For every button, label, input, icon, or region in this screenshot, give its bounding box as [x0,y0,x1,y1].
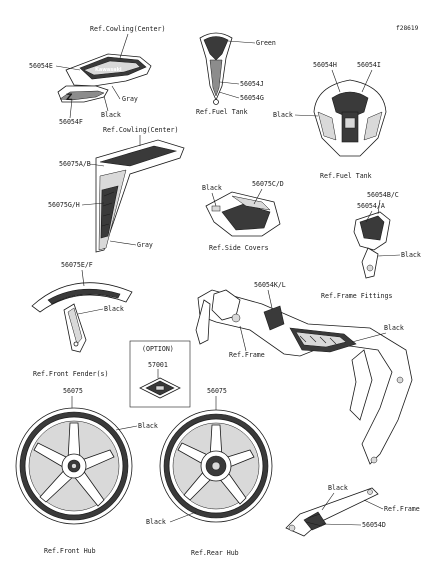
option-part-number: 57001 [148,361,168,369]
label-frame-ref: Ref.Frame [229,351,265,359]
label-56075ef: 56075E/F [61,261,93,269]
label-56054kl: 56054K/L [254,281,286,289]
side-covers-drawing [205,191,281,237]
label-56054g: 56054G [240,94,264,102]
front-hub-drawing [15,407,133,525]
label-black-fittings: Black [401,251,421,259]
label-black-frame: Black [384,324,404,332]
label-green: Green [256,39,276,47]
label-rear-hub-ref: Ref.Rear Hub [191,549,239,557]
label-front-hub-ref: Ref.Front Hub [44,547,96,555]
tank-center-drawing [199,32,233,105]
label-frame-fittings-ref: Ref.Frame Fittings [321,292,392,300]
label-56054j: 56054J [240,80,264,88]
label-56075ab: 56075A/B [59,160,91,168]
label-56054bc: 56054B/C [367,191,399,199]
label-black-tank: Black [273,111,293,119]
option-box: (OPTION) 57001 [129,340,191,408]
label-front-fender-ref: Ref.Front Fender(s) [33,370,108,378]
tank-top-drawing [313,79,387,157]
label-cowling-center-ref: Ref.Cowling(Center) [103,126,178,134]
frame-drawing [195,289,413,465]
label-56054e: 56054E [29,62,53,70]
label-tank-center-ref: Ref.Fuel Tank [196,108,248,116]
label-gray-cowling: Gray [122,95,138,103]
label-black-cowling: Black [101,111,121,119]
label-56075-rear: 56075 [207,387,227,395]
label-56054f: 56054F [59,118,83,126]
label-frame-small-ref: Ref.Frame [384,505,420,513]
frame-small-drawing [285,487,379,537]
label-black-side: Black [202,184,222,192]
frame-fittings-drawing [353,211,391,279]
option-title: (OPTION) [142,345,174,353]
label-56054d: 56054D [362,521,386,529]
label-56054h: 56054H [313,61,337,69]
rear-hub-drawing [159,409,273,523]
label-56054i: 56054I [357,61,381,69]
model-letter: Z [66,93,73,103]
label-side-covers-ref: Ref.Side Covers [209,244,269,252]
label-56075-front: 56075 [63,387,83,395]
label-56054a: 56054/A [357,202,385,210]
label-tank-top-ref: Ref.Fuel Tank [320,172,372,180]
label-black-fender: Black [104,305,124,313]
label-gray-cowling-center: Gray [137,241,153,249]
front-fender-drawing [31,282,133,353]
label-black-front-hub: Black [138,422,158,430]
brand-logo-text: Kawasaki [95,67,122,73]
cowling-center-drawing [95,139,185,253]
figure-id: f28619 [396,25,419,32]
label-cowling-ref: Ref.Cowling(Center) [90,25,165,33]
label-56075cd: 56075C/D [252,180,284,188]
label-black-rear-hub: Black [146,518,166,526]
label-56075gh: 56075G/H [48,201,80,209]
label-black-frame-small: Black [328,484,348,492]
